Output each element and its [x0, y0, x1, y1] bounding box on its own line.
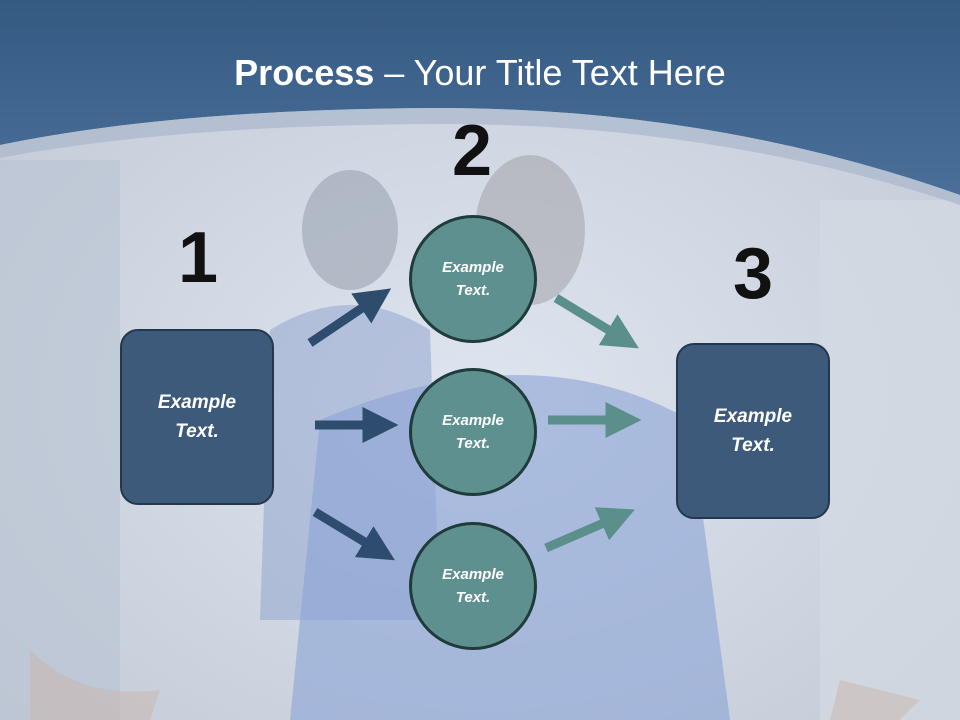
step-3-box: Example Text.	[676, 343, 830, 519]
step-number-2: 2	[451, 111, 493, 191]
step-3-label: Example Text.	[713, 406, 793, 456]
step-1-label: Example Text.	[157, 392, 237, 442]
step-2-circle-middle: Example Text.	[409, 368, 537, 496]
circle-top-label: Example Text.	[442, 259, 504, 299]
arrow-bottom-to-3	[544, 507, 635, 553]
step-2-circle-top: Example Text.	[409, 215, 537, 343]
title-rest: – Your Title Text Here	[374, 52, 726, 93]
step-number-1: 1	[177, 218, 219, 298]
step-1-box: Example Text.	[120, 329, 274, 505]
arrow-1-to-bottom	[312, 508, 395, 561]
arrow-1-to-top	[307, 288, 392, 347]
title-bold: Process	[234, 52, 375, 93]
slide-title: Process – Your Title Text Here	[0, 52, 960, 94]
circle-bottom-label: Example Text.	[442, 566, 504, 606]
step-2-circle-bottom: Example Text.	[409, 522, 537, 650]
step-number-3: 3	[732, 234, 774, 314]
arrow-top-to-3	[553, 294, 639, 349]
circle-middle-label: Example Text.	[442, 412, 504, 452]
